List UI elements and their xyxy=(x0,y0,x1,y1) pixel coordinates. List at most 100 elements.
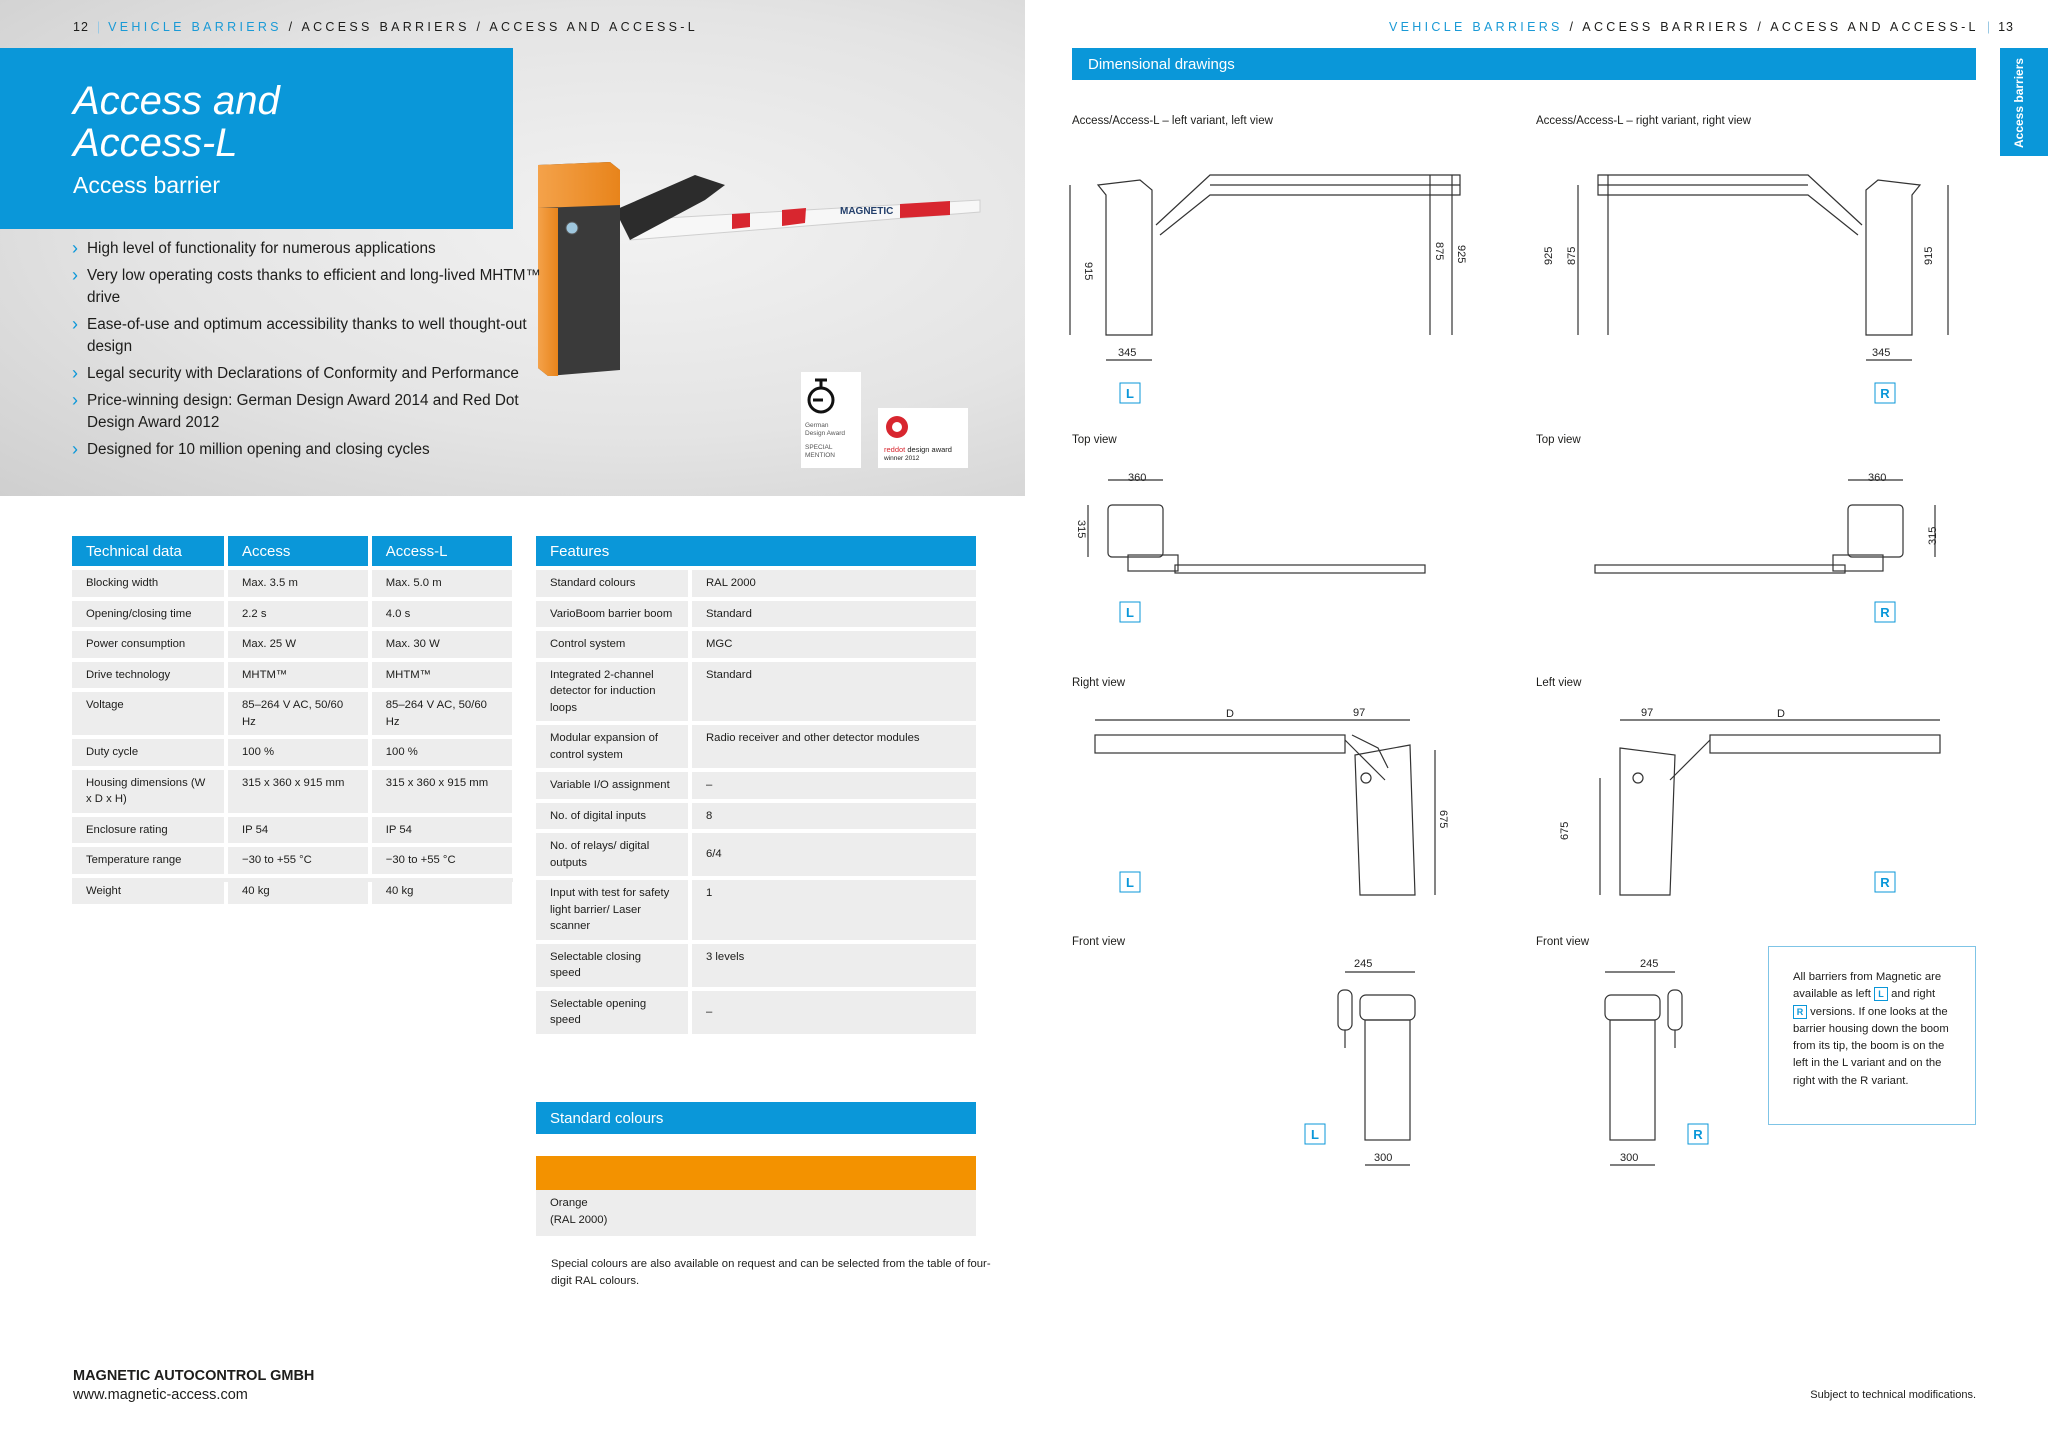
marker-r xyxy=(1687,1123,1709,1145)
breadcrumb-section-left[interactable]: VEHICLE BARRIERS xyxy=(108,20,282,34)
marker-l-label: L xyxy=(1311,1127,1319,1142)
tech-header-access: Access xyxy=(228,536,368,566)
table-row: Temperature range−30 to +55 °C−30 to +55… xyxy=(72,847,512,874)
technical-modifications-note: Subject to technical modifications. xyxy=(1810,1389,1976,1401)
dim-360: 360 xyxy=(1868,472,1886,484)
page-number-left: 12 xyxy=(73,20,89,34)
marker-l-label: L xyxy=(1126,386,1134,401)
dim-360: 360 xyxy=(1128,472,1146,484)
drawing-left-view xyxy=(1599,719,1941,896)
cell: 8 xyxy=(692,802,976,829)
reddot-red: reddot xyxy=(884,445,906,454)
cell: Max. 5.0 m xyxy=(371,570,512,597)
breadcrumb-section-right[interactable]: VEHICLE BARRIERS xyxy=(1389,20,1563,34)
colour-code: (RAL 2000) xyxy=(550,1213,608,1226)
german-design-award-badge: German Design Award SPECIAL MENTION xyxy=(801,372,861,468)
view-label: Left view xyxy=(1536,677,1582,689)
view-label: Access/Access-L – right variant, right v… xyxy=(1536,115,1751,127)
reddot-award-badge: reddot design award winner 2012 xyxy=(878,408,968,468)
standard-colours-header: Standard colours xyxy=(536,1102,976,1134)
marker-l xyxy=(1119,382,1141,404)
drawing-top-view-left xyxy=(1087,479,1426,574)
dim-915: 915 xyxy=(1923,247,1935,265)
dim-97: 97 xyxy=(1353,707,1365,719)
cell: Housing dimensions (W x D x H) xyxy=(72,769,224,813)
cell: Duty cycle xyxy=(72,739,224,766)
cell: Variable I/O assignment xyxy=(536,772,688,799)
features-header: Features xyxy=(536,536,976,566)
orange-colour-swatch xyxy=(536,1156,976,1190)
cell: Modular expansion of control system xyxy=(536,725,688,768)
drawing-right-variant-right-view xyxy=(1577,174,1949,361)
bullet-item: Designed for 10 million opening and clos… xyxy=(72,438,542,461)
cell: MHTM™ xyxy=(371,661,512,688)
marker-r-label: R xyxy=(1880,875,1890,890)
side-tab-label: Access barriers xyxy=(2012,57,2026,148)
dim-245: 245 xyxy=(1354,958,1372,970)
dim-d: D xyxy=(1226,708,1234,720)
view-label: Front view xyxy=(1072,936,1126,948)
award-line4: MENTION xyxy=(805,452,835,459)
drawing-left-variant-left-view xyxy=(1069,174,1461,361)
bullet-item: High level of functionality for numerous… xyxy=(72,237,542,260)
marker-l xyxy=(1119,871,1141,893)
award-icon xyxy=(807,378,835,414)
table-row: Variable I/O assignment– xyxy=(536,772,976,799)
header-breadcrumb-right: VEHICLE BARRIERS / ACCESS BARRIERS / ACC… xyxy=(1389,20,2014,34)
company-website-link[interactable]: www.magnetic-access.com xyxy=(73,1387,248,1403)
special-colours-note: Special colours are also available on re… xyxy=(551,1258,991,1287)
dim-245: 245 xyxy=(1640,958,1658,970)
table-row: Selectable opening speed– xyxy=(536,990,976,1034)
marker-l xyxy=(1119,601,1141,623)
view-label: Front view xyxy=(1536,936,1590,948)
cell: Max. 3.5 m xyxy=(228,570,368,597)
dim-915: 915 xyxy=(1082,262,1094,280)
cell: MGC xyxy=(692,631,976,658)
cell: IP 54 xyxy=(371,816,512,843)
cell: Standard colours xyxy=(536,570,688,597)
cell: −30 to +55 °C xyxy=(371,847,512,874)
dim-875: 875 xyxy=(1433,242,1445,260)
table-row: Input with test for safety light barrier… xyxy=(536,880,976,940)
cell: Integrated 2-channel detector for induct… xyxy=(536,661,688,721)
title-line2: Access-L xyxy=(73,121,238,165)
technical-data-table: Technical data Access Access-L Blocking … xyxy=(68,532,516,908)
cell: IP 54 xyxy=(228,816,368,843)
info-text-3: versions. If one looks at the barrier ho… xyxy=(1793,1005,1949,1087)
dim-300: 300 xyxy=(1374,1152,1392,1164)
view-label: Top view xyxy=(1536,434,1581,446)
cell: Selectable opening speed xyxy=(536,990,688,1034)
cell: 100 % xyxy=(228,739,368,766)
cell: 100 % xyxy=(371,739,512,766)
dim-345: 345 xyxy=(1872,347,1890,359)
table-row: Housing dimensions (W x D x H)315 x 360 … xyxy=(72,769,512,813)
bullet-item: Legal security with Declarations of Conf… xyxy=(72,362,542,385)
boom-brand-label: MAGNETIC xyxy=(840,206,893,217)
marker-l-label: L xyxy=(1126,605,1134,620)
drawing-front-view-left xyxy=(1337,971,1416,1166)
colour-name: Orange xyxy=(550,1197,588,1209)
info-text-1: All barriers from Magnetic are available… xyxy=(1793,971,1942,1001)
tech-header-access-l: Access-L xyxy=(371,536,512,566)
company-name: MAGNETIC AUTOCONTROL GMBH xyxy=(73,1368,315,1384)
marker-r-label: R xyxy=(1693,1127,1703,1142)
side-tab-access-barriers[interactable]: Access barriers xyxy=(2000,48,2048,156)
dim-675: 675 xyxy=(1437,810,1449,828)
cell: 6/4 xyxy=(692,833,976,876)
colour-label: Orange (RAL 2000) xyxy=(536,1190,976,1236)
cell: MHTM™ xyxy=(228,661,368,688)
cell: 2.2 s xyxy=(228,600,368,627)
bullet-item: Very low operating costs thanks to effic… xyxy=(72,264,542,309)
bullet-item: Ease-of-use and optimum accessibility th… xyxy=(72,313,542,358)
cell: Enclosure rating xyxy=(72,816,224,843)
dim-875: 875 xyxy=(1566,247,1578,265)
cell: VarioBoom barrier boom xyxy=(536,600,688,627)
view-label: Right view xyxy=(1072,677,1126,689)
page-number-right: 13 xyxy=(1998,20,2014,34)
